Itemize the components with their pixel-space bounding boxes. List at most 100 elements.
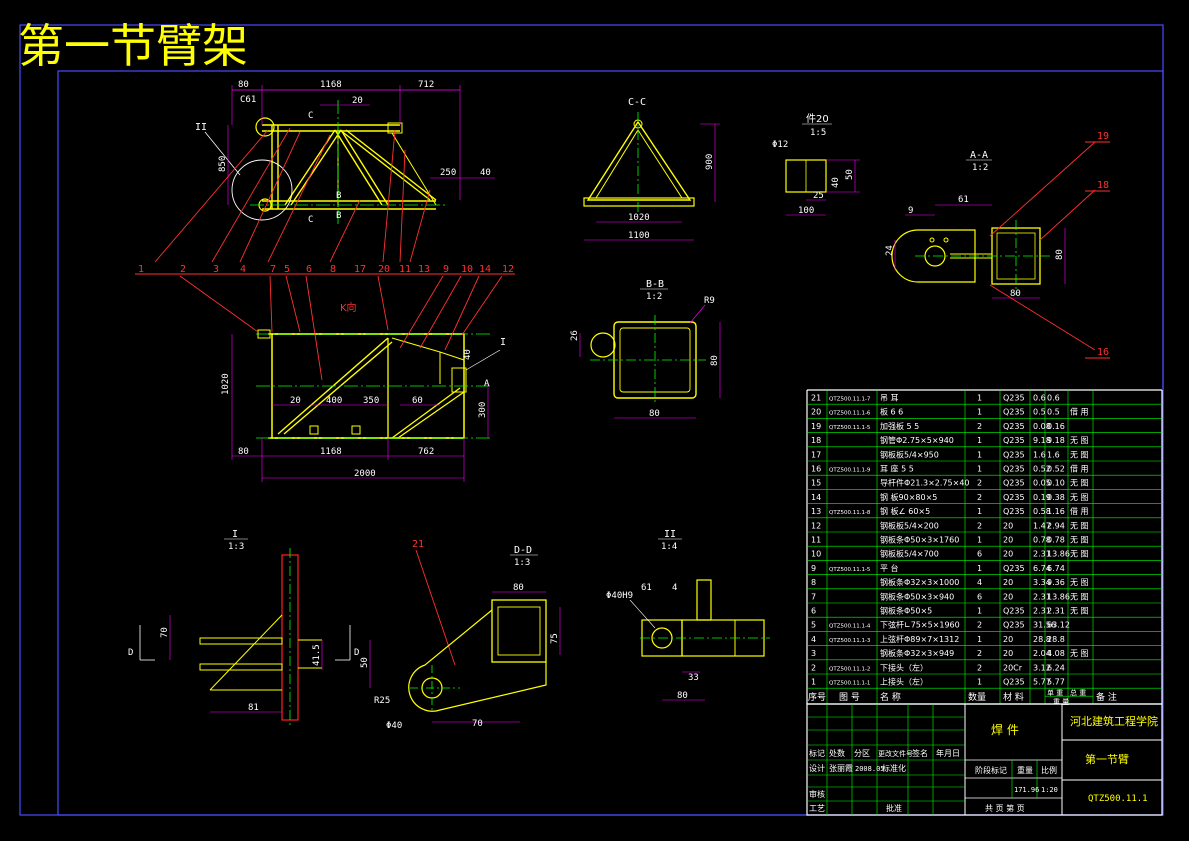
bom-cell: 28.8 (1047, 635, 1065, 644)
side-dim-712: 712 (418, 80, 434, 90)
bom-header-material: 材 料 (1003, 691, 1024, 703)
bom-cell: 1 (977, 536, 982, 545)
bom-cell: QTZ500.11.1-6 (829, 411, 871, 417)
bom-cell: 钢板板5/4×200 (880, 520, 939, 530)
side-dim-c61: C61 (240, 95, 256, 105)
title-block-process: 工艺 (809, 804, 825, 813)
section-aa-scale: 1:2 (972, 163, 988, 173)
balloon: 16 (1097, 347, 1109, 358)
part20-dim-50: 50 (845, 169, 855, 180)
balloon: 14 (479, 264, 491, 275)
bom-cell: Q235 (1003, 450, 1025, 459)
bom-cell: 1 (977, 394, 982, 403)
bom-cell: 20 (1003, 550, 1013, 559)
bom-cell: 无 图 (1070, 493, 1089, 502)
aa-leaders (989, 141, 1110, 359)
bb-dim-80-v: 80 (710, 355, 720, 366)
bom-cell: 2.94 (1047, 521, 1065, 530)
section-bb-view: B-B 1:2 26 R9 80 80 (570, 279, 721, 419)
detail-i-dim-70: 70 (160, 627, 170, 638)
bom-header-unit-weight: 单 重 (1047, 688, 1063, 697)
detail-i-dim-41-5: 41.5 (312, 644, 322, 666)
inner-frame (57, 70, 1164, 816)
title-block-weight-value: 171.96 (1014, 786, 1039, 794)
bom-cell: QTZ500.11.1-1 (829, 681, 870, 687)
bom-cell: 耳 座 5 5 (880, 464, 914, 474)
side-leaders (154, 127, 431, 263)
bom-cell: QTZ500.11.1-3 (829, 638, 871, 644)
side-detail-ii-label: II (195, 122, 207, 133)
bom-cell: 20 (1003, 592, 1013, 601)
bom-cell: 2.31 (1033, 607, 1051, 616)
side-dim-850: 850 (218, 156, 228, 172)
bom-cell: 2 (977, 493, 982, 502)
bom-cell: 9.18 (1033, 436, 1051, 445)
section-bb-title: B-B (646, 279, 664, 290)
title-block-standardize: 标准化 (882, 763, 906, 773)
bom-cell: 14 (811, 493, 821, 502)
balloon-numbers: 1 2 3 4 7 5 6 8 17 20 11 13 9 10 14 12 1… (138, 131, 1109, 358)
bom-cell: 钢板条Φ32×3×1000 (880, 577, 959, 587)
bom-cell: 2 (811, 663, 816, 672)
bom-cell: Q235 (1003, 607, 1025, 616)
bom-cell: 5 (811, 621, 816, 630)
bom-cell: 2.04 (1033, 649, 1051, 658)
balloon: 1 (138, 264, 144, 275)
title-block-drawing-name: 第一节臂 (1085, 752, 1129, 766)
bom-cell: 5.77 (1047, 678, 1065, 687)
bom-cell: 20 (1003, 521, 1013, 530)
plan-dim-2000: 2000 (354, 469, 376, 479)
section-dd-view: D-D 1:3 21 80 75 50 R25 Φ40 70 (360, 539, 561, 731)
section-aa-title: A-A (970, 150, 988, 161)
detail-i-scale: 1:3 (228, 542, 244, 552)
drawing-title: 第一节臂架 (18, 19, 248, 73)
bom-cell: QTZ500.11.1-4 (829, 624, 871, 630)
detail-i-title: I (232, 529, 238, 540)
bom-cell: QTZ500.11.1-9 (829, 468, 871, 474)
section-aa-view: A-A 1:2 9 61 24 80 80 (885, 150, 1066, 299)
balloon: 9 (443, 264, 449, 275)
bom-cell: Q235 (1003, 678, 1025, 687)
bom-cell: 0.6 (1047, 394, 1060, 403)
balloon: 17 (354, 264, 366, 275)
bom-cell: 2.31 (1033, 550, 1051, 559)
plan-dim-1020: 1020 (221, 373, 231, 395)
plan-dim-60: 60 (412, 396, 423, 406)
side-dim-20: 20 (352, 96, 363, 106)
detail-i-section-d-left: D (128, 648, 133, 658)
bom-cell: 1 (977, 507, 982, 516)
title-block-school: 河北建筑工程学院 (1070, 714, 1158, 728)
bom-cell: QTZ500.11.1-7 (829, 397, 871, 403)
plan-dim-400: 400 (326, 396, 342, 406)
dd-dim-r25: R25 (374, 696, 390, 706)
aa-dim-24: 24 (885, 245, 895, 256)
detail-ii-dim-80: 80 (677, 691, 688, 701)
bom-cell: 1 (977, 436, 982, 445)
bom-cell: 钢管Φ2.75×5×940 (880, 435, 954, 445)
bom-cell: 0.5 (1047, 408, 1060, 417)
title-block-review: 审核 (809, 789, 825, 799)
outer-frame (19, 24, 1164, 816)
title-block-design: 设计 (809, 763, 825, 773)
bom-cell: 导杆件Φ21.3×2.75×40 (880, 478, 970, 488)
bom-cell: 6.24 (1047, 663, 1065, 672)
dd-dim-75: 75 (550, 633, 560, 644)
dd-dim-80: 80 (513, 583, 524, 593)
bb-dim-26: 26 (570, 330, 580, 341)
detail-i-section-d-right: D (354, 648, 359, 658)
bom-cell: QTZ500.11.1-5 (829, 425, 871, 431)
balloon: 20 (378, 264, 390, 275)
bom-cell: 3 (811, 649, 816, 658)
section-dd-title: D-D (514, 545, 532, 556)
detail-ii-dim-phi40h9: Φ40H9 (606, 591, 633, 601)
part20-scale: 1:5 (810, 128, 826, 138)
side-section-c-bottom: C (308, 215, 313, 225)
bom-cell: Q235 (1003, 422, 1025, 431)
bom-cell: 6 (977, 592, 982, 601)
bom-cell: 2.31 (1047, 607, 1065, 616)
title-block-design-date: 2008.05 (855, 765, 885, 773)
plan-dim-1168: 1168 (320, 447, 342, 457)
balloon: 11 (399, 264, 411, 275)
